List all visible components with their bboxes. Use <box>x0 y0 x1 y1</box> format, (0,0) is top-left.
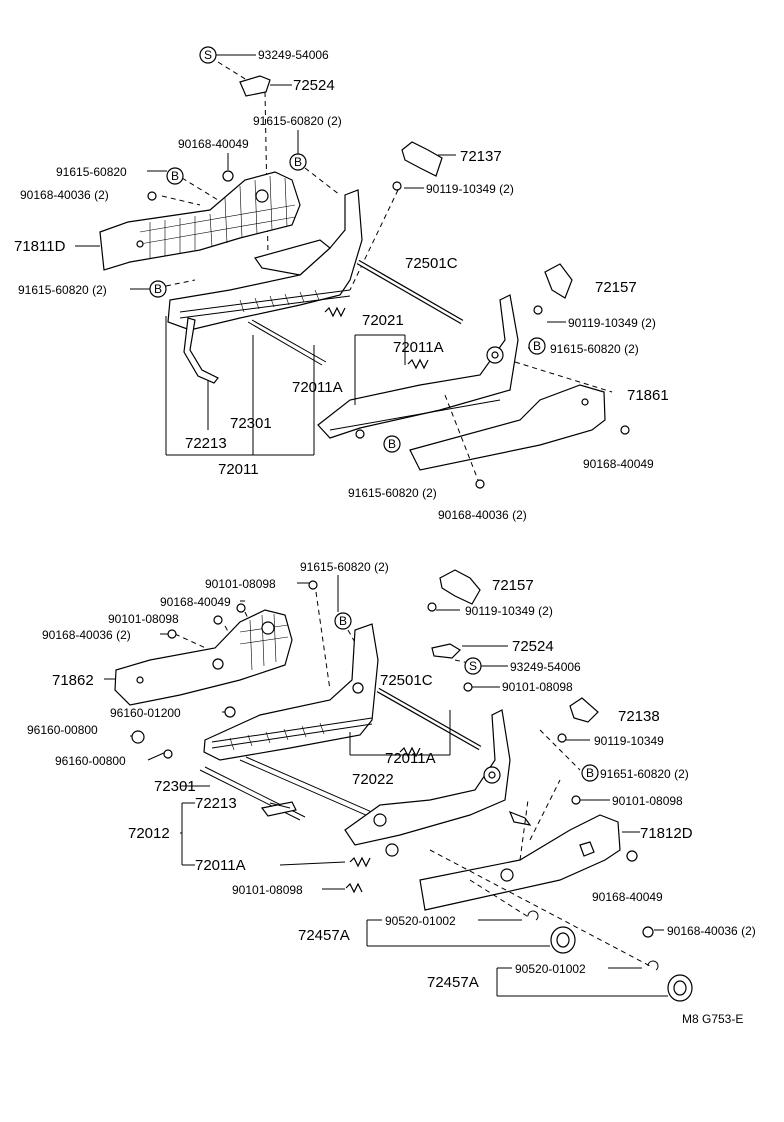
label-90101-08098: 90101-08098 <box>108 612 179 626</box>
label-90101-08098: 90101-08098 <box>502 680 573 694</box>
label-72011A: 72011A <box>292 379 343 396</box>
label-72138: 72138 <box>618 708 660 725</box>
bottom-assembly-drawing <box>104 569 693 1002</box>
label-72157: 72157 <box>492 577 534 594</box>
label-72022: 72022 <box>352 771 394 788</box>
label-90520-01002: 90520-01002 <box>515 962 586 976</box>
label-72524: 72524 <box>293 77 335 94</box>
label-72213: 72213 <box>185 435 227 452</box>
b-badge-top-3: B <box>149 280 167 298</box>
label-72012: 72012 <box>128 825 170 842</box>
label-90168-40049: 90168-40049 <box>583 457 654 471</box>
label-72011A: 72011A <box>393 339 444 356</box>
label-72301: 72301 <box>154 778 196 795</box>
label-71862: 71862 <box>52 672 94 689</box>
b-badge-bottom-1: B <box>334 612 352 630</box>
label-91615-60820: 91615-60820 <box>56 165 127 179</box>
label-90168-40036-2: 90168-40036 (2) <box>42 628 131 642</box>
top-assembly-drawing <box>75 54 630 489</box>
label-96160-00800: 96160-00800 <box>55 754 126 768</box>
svg-text:B: B <box>388 437 396 451</box>
label-72457A: 72457A <box>298 927 350 944</box>
svg-text:B: B <box>586 766 594 780</box>
label-72501C: 72501C <box>380 672 433 689</box>
svg-text:S: S <box>469 659 477 673</box>
label-72213: 72213 <box>195 795 237 812</box>
svg-text:B: B <box>533 339 541 353</box>
label-90168-40036-2: 90168-40036 (2) <box>20 188 109 202</box>
svg-text:S: S <box>204 48 212 62</box>
label-90119-10349-2: 90119-10349 (2) <box>426 182 514 196</box>
label-93249-54006: 93249-54006 <box>258 48 329 62</box>
label-90119-10349-2: 90119-10349 (2) <box>568 316 656 330</box>
label-72524: 72524 <box>512 638 554 655</box>
label-72011A: 72011A <box>385 750 436 767</box>
label-90168-40049: 90168-40049 <box>160 595 231 609</box>
label-91651-60820-2: 91651-60820 (2) <box>600 767 689 781</box>
label-91615-60820-2: 91615-60820 (2) <box>253 114 342 128</box>
label-91615-60820-2: 91615-60820 (2) <box>18 283 107 297</box>
b-badge-bottom-2: B <box>581 764 599 782</box>
label-72021: 72021 <box>362 312 404 329</box>
svg-text:B: B <box>154 282 162 296</box>
label-90168-40049: 90168-40049 <box>592 890 663 904</box>
label-72011: 72011 <box>218 461 259 478</box>
label-90101-08098: 90101-08098 <box>232 883 303 897</box>
svg-text:B: B <box>294 155 302 169</box>
label-96160-00800: 96160-00800 <box>27 723 98 737</box>
label-72501C: 72501C <box>405 255 458 272</box>
label-91615-60820-2: 91615-60820 (2) <box>348 486 437 500</box>
label-91615-60820-2: 91615-60820 (2) <box>300 560 389 574</box>
b-badge-top-4: B <box>528 337 546 355</box>
svg-text:B: B <box>339 614 347 628</box>
label-72301: 72301 <box>230 415 272 432</box>
label-72011A: 72011A <box>195 857 246 874</box>
label-71812D: 71812D <box>640 825 693 842</box>
bottom-part-labels: 91615-60820 (2) 90101-08098 72157 90168-… <box>27 560 756 991</box>
s-badge-bottom: S <box>464 657 482 675</box>
diagram-code: M8 G753-E <box>682 1012 743 1026</box>
label-72457A: 72457A <box>427 974 479 991</box>
s-badge-top: S <box>199 46 217 64</box>
label-72137: 72137 <box>460 148 502 165</box>
symbol-badges: S B B B B B B S B <box>149 46 599 782</box>
label-90101-08098: 90101-08098 <box>205 577 276 591</box>
b-badge-top-1: B <box>289 153 307 171</box>
label-91615-60820-2: 91615-60820 (2) <box>550 342 639 356</box>
label-90101-08098: 90101-08098 <box>612 794 683 808</box>
b-badge-top-5: B <box>383 435 401 453</box>
b-badge-top-2: B <box>166 167 184 185</box>
top-part-labels: 93249-54006 72524 91615-60820 (2) 90168-… <box>14 48 669 522</box>
label-71811D: 71811D <box>14 238 66 255</box>
label-72157: 72157 <box>595 279 637 296</box>
label-96160-01200: 96160-01200 <box>110 706 181 720</box>
label-90119-10349-2: 90119-10349 (2) <box>465 604 553 618</box>
label-90119-10349: 90119-10349 <box>594 734 664 748</box>
svg-text:B: B <box>171 169 179 183</box>
label-90168-40036-2: 90168-40036 (2) <box>667 924 756 938</box>
label-93249-54006: 93249-54006 <box>510 660 581 674</box>
label-90520-01002: 90520-01002 <box>385 914 456 928</box>
label-71861: 71861 <box>627 387 669 404</box>
label-90168-40036-2: 90168-40036 (2) <box>438 508 527 522</box>
label-90168-40049: 90168-40049 <box>178 137 249 151</box>
